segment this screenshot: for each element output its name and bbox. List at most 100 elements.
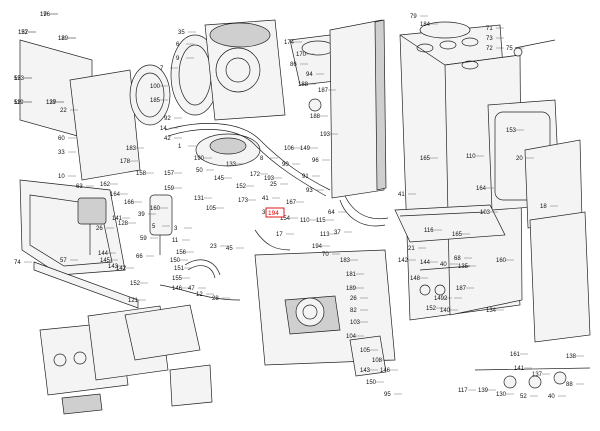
- part-label: 103: [480, 210, 491, 216]
- part-label: 161: [510, 352, 521, 358]
- part-label: 183: [126, 146, 137, 152]
- part-label: 25: [270, 182, 277, 188]
- part-label: 150: [366, 380, 377, 386]
- part-label: 187: [456, 286, 467, 292]
- insulation-panel: [329, 19, 387, 199]
- part-label: 172: [250, 172, 261, 178]
- part-label: 142: [116, 266, 127, 272]
- part-label: 91: [302, 174, 309, 180]
- part-label: 127: [46, 100, 57, 106]
- part-label: 164: [476, 186, 487, 192]
- part-label: 2: [444, 296, 448, 302]
- part-label: 173: [238, 198, 249, 204]
- part-label: 41: [262, 196, 269, 202]
- part-label: 158: [136, 171, 147, 177]
- part-label: 160: [150, 206, 161, 212]
- part-label: 181: [346, 272, 357, 278]
- part-label: 70: [322, 252, 329, 258]
- part-label: 143: [108, 264, 119, 270]
- part-label: 149: [434, 296, 445, 302]
- part-label: 131: [194, 196, 205, 202]
- part-label: 33: [58, 150, 65, 156]
- part-label: 156: [176, 250, 187, 256]
- part-label: 167: [286, 200, 297, 206]
- part-label: 134: [486, 308, 497, 314]
- part-label: 116: [424, 228, 434, 234]
- part-label: 159: [164, 186, 175, 192]
- part-label: 142: [398, 258, 409, 264]
- part-label: 3: [174, 226, 178, 232]
- part-label: 110: [300, 218, 310, 224]
- part-label: 152: [130, 281, 141, 287]
- part-label: 138: [566, 354, 577, 360]
- part-label: 52: [520, 394, 527, 400]
- part-label: 40: [440, 262, 447, 268]
- side-panel: [524, 139, 591, 343]
- part-label: 47: [188, 286, 195, 292]
- part-label: 117: [458, 388, 468, 394]
- part-label: 157: [164, 171, 175, 177]
- part-label: 154: [280, 216, 291, 222]
- part-label: 100: [150, 84, 161, 90]
- part-label: 22: [60, 108, 67, 114]
- part-label: 105: [206, 206, 217, 212]
- part-label: 108: [372, 358, 383, 364]
- pipework: [159, 123, 389, 301]
- part-label: 133: [226, 162, 237, 168]
- part-label: 157: [18, 30, 29, 36]
- part-label: 95: [384, 392, 391, 398]
- part-label: 130: [496, 392, 507, 398]
- part-label: 90: [282, 162, 289, 168]
- part-label: 21: [408, 246, 415, 252]
- part-label: 143: [360, 368, 371, 374]
- part-label: 164: [110, 192, 121, 198]
- part-label: 20: [516, 156, 523, 162]
- highlighted-part-callout[interactable]: 194: [265, 207, 285, 218]
- part-label: 176: [40, 12, 51, 18]
- part-label: 18: [540, 204, 547, 210]
- part-label: 57: [60, 258, 67, 264]
- part-label: 115: [316, 218, 326, 224]
- part-label: 86: [290, 62, 297, 68]
- part-label: 144: [98, 251, 109, 257]
- part-label: 73: [486, 36, 493, 42]
- part-label: 18: [58, 36, 65, 42]
- part-label: 183: [340, 258, 351, 264]
- part-label: 187: [318, 88, 329, 94]
- part-label: 8: [260, 156, 264, 162]
- part-label: 184: [420, 22, 431, 28]
- part-label: 170: [296, 52, 307, 58]
- part-label: 60: [58, 136, 65, 142]
- part-label: 66: [136, 254, 143, 260]
- control-panel: [39, 304, 213, 415]
- part-label: 53: [14, 100, 21, 106]
- part-label: 82: [350, 308, 357, 314]
- part-label: 94: [306, 72, 313, 78]
- part-label: 128: [118, 221, 129, 227]
- part-label: 45: [226, 246, 233, 252]
- combustion-fan-assembly: [195, 19, 286, 167]
- part-label: 72: [486, 46, 493, 52]
- part-label: 139: [46, 100, 57, 106]
- part-label: 141: [112, 216, 123, 222]
- part-label: 145: [100, 258, 111, 264]
- part-label: 88: [566, 382, 573, 388]
- part-label: 150: [170, 258, 181, 264]
- top-right-bracket: [419, 21, 556, 57]
- part-label: 121: [128, 298, 139, 304]
- part-label: 1: [178, 144, 182, 150]
- part-label: 110: [466, 154, 476, 160]
- part-label: 50: [196, 168, 203, 174]
- part-label: 12: [196, 292, 203, 298]
- part-label: 189: [346, 286, 357, 292]
- part-label: 123: [14, 76, 25, 82]
- part-label: 113: [320, 232, 330, 238]
- part-label: 28: [212, 296, 219, 302]
- part-label: 7: [160, 66, 164, 72]
- part-label: 190: [194, 156, 205, 162]
- part-label: 151: [174, 266, 185, 272]
- part-label: 193: [320, 132, 331, 138]
- part-label: 106: [284, 146, 295, 152]
